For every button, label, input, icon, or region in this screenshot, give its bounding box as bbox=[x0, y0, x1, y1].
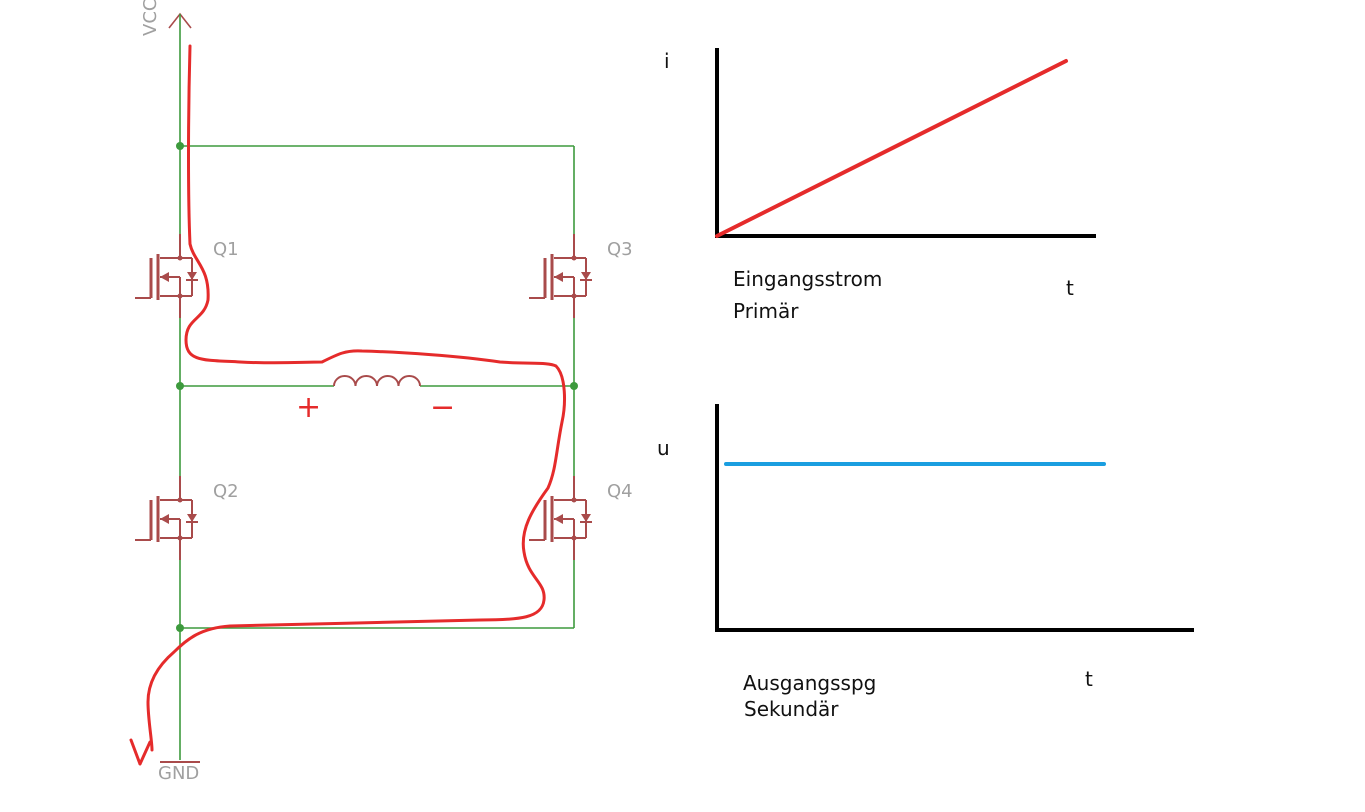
current-caption-2: Primär bbox=[733, 299, 799, 323]
voltage-y-label: u bbox=[657, 436, 670, 460]
mosfet-q3 bbox=[527, 232, 594, 320]
gnd-label: GND bbox=[158, 763, 200, 784]
voltage-caption-1: Ausgangsspg bbox=[743, 671, 877, 695]
q4-label: Q4 bbox=[607, 481, 633, 502]
voltage-caption-2: Sekundär bbox=[744, 697, 839, 721]
coil-plus-sign: + bbox=[296, 390, 322, 425]
current-path-stroke bbox=[129, 44, 566, 766]
vcc-label: VCC bbox=[140, 0, 161, 36]
q2-label: Q2 bbox=[213, 481, 239, 502]
voltage-graph bbox=[715, 404, 1194, 632]
current-graph bbox=[715, 48, 1096, 238]
junction-nodes bbox=[176, 142, 578, 632]
inductor-coil bbox=[333, 375, 421, 387]
current-ramp-line bbox=[715, 59, 1068, 238]
voltage-x-label: t bbox=[1085, 667, 1093, 691]
coil-minus-sign: − bbox=[430, 390, 456, 425]
q1-label: Q1 bbox=[213, 239, 239, 260]
q3-label: Q3 bbox=[607, 239, 633, 260]
current-caption-1: Eingangsstrom bbox=[733, 267, 883, 291]
mosfet-q2 bbox=[133, 474, 200, 562]
current-y-label: i bbox=[664, 49, 670, 73]
mosfet-q1 bbox=[133, 232, 200, 320]
bridge-wires bbox=[168, 12, 575, 760]
mosfet-q4 bbox=[527, 474, 594, 562]
current-x-label: t bbox=[1066, 276, 1074, 300]
